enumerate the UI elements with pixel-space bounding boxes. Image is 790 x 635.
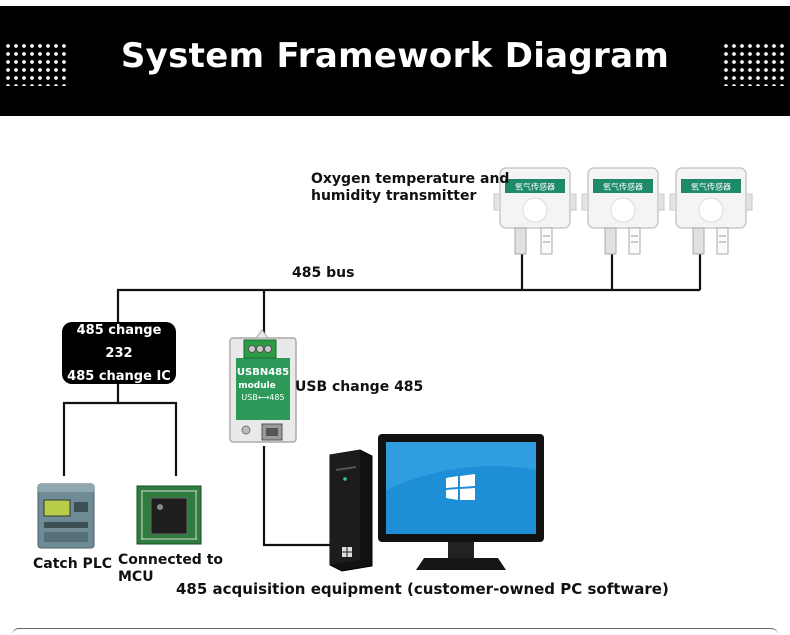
sensor-tag-1: 氧气传感器 bbox=[515, 182, 555, 192]
converter-label-line-2: 485 change IC bbox=[67, 368, 171, 384]
converter-label-line-1: 485 change 232 bbox=[76, 322, 162, 361]
dot-pattern-right bbox=[722, 42, 786, 86]
module-face-line-1: USBN485 bbox=[237, 367, 289, 378]
monitor bbox=[378, 434, 544, 570]
dot-pattern-left bbox=[4, 42, 68, 86]
sensor-tag-3: 氧气传感器 bbox=[691, 182, 731, 192]
transmitter-1: 氧气传感器 bbox=[493, 167, 577, 255]
bus-label: 485 bus bbox=[292, 265, 355, 281]
module-face-line-3: USB⟷485 bbox=[241, 393, 284, 402]
transmitter-label-line-2: humidity transmitter bbox=[311, 188, 477, 204]
transmitter-2: 氧气传感器 bbox=[581, 167, 665, 255]
footer-divider bbox=[12, 628, 778, 635]
module-to-pc bbox=[262, 446, 330, 547]
transmitter-3: 氧气传感器 bbox=[669, 167, 753, 255]
page-title: System Framework Diagram bbox=[120, 36, 670, 76]
sensor-tag-2: 氧气传感器 bbox=[603, 182, 643, 192]
header-banner: System Framework Diagram bbox=[0, 6, 790, 116]
module-face-line-2: module bbox=[238, 381, 276, 391]
pc-label: 485 acquisition equipment (customer-owne… bbox=[176, 580, 669, 598]
bus-line bbox=[116, 288, 700, 322]
wiring bbox=[62, 250, 702, 547]
pc-tower bbox=[329, 449, 373, 572]
plc-label: Catch PLC bbox=[33, 556, 113, 572]
mcu-label-line-2: MCU bbox=[118, 569, 154, 585]
windows-logo bbox=[446, 474, 475, 500]
mcu-board bbox=[136, 485, 202, 545]
converter-to-mcu bbox=[118, 401, 178, 476]
usb-module-label: USB change 485 bbox=[295, 379, 424, 395]
usb-485-module: USBN485 module USB⟷485 bbox=[229, 329, 297, 443]
transmitter-label-line-1: Oxygen temperature and bbox=[311, 171, 510, 187]
converter-to-plc bbox=[62, 384, 120, 476]
mcu-label-line-1: Connected to bbox=[118, 552, 224, 568]
plc-device bbox=[37, 483, 95, 549]
converter-box: 485 change 232 485 change IC bbox=[62, 322, 176, 384]
